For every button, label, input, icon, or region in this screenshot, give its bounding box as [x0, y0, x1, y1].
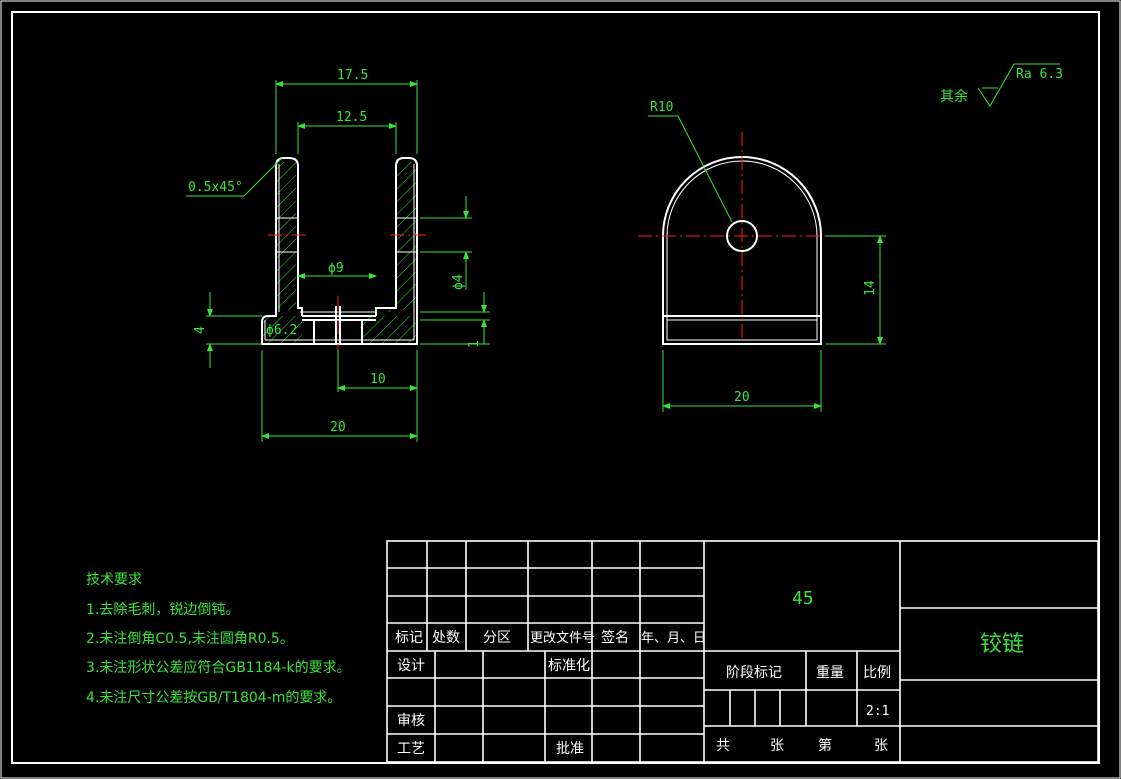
tech-notes-title: 技术要求 — [86, 572, 142, 588]
label-stage-mark: 阶段标记 — [726, 665, 782, 681]
dim-ext-left-4 — [206, 315, 262, 345]
dim-ext-12-5 — [297, 122, 397, 154]
radius-leader — [648, 115, 733, 223]
hdr-signature: 签名 — [601, 629, 629, 646]
dim-text-step: 1 — [467, 340, 482, 348]
dim-text-chamfer: 0.5x45° — [188, 180, 243, 195]
dim-text-12-5: 12.5 — [336, 110, 367, 125]
dim-text-radius: R10 — [650, 100, 673, 115]
side-inner-outline — [666, 160, 818, 341]
role-review: 审核 — [397, 713, 425, 729]
label-sheet-unit-2: 张 — [874, 738, 888, 754]
tech-note-4: 4.未注尺寸公差按GB/T1804-m的要求。 — [86, 690, 341, 706]
dim-ext-step — [420, 311, 490, 345]
dim-text-17-5: 17.5 — [337, 68, 368, 83]
role-approve: 批准 — [556, 741, 584, 757]
hdr-mark: 标记 — [395, 630, 423, 646]
hatch-right-wall — [376, 162, 417, 312]
front-centerlines — [268, 234, 426, 352]
side-view: R10 14 20 — [638, 100, 886, 412]
side-outline — [662, 156, 822, 345]
surface-finish-label: 其余 — [940, 88, 968, 105]
hdr-zone: 分区 — [483, 630, 511, 646]
hatch-base-right — [360, 316, 416, 344]
hdr-date: 年、月、日 — [641, 631, 706, 646]
tech-note-1: 1.去除毛刺，锐边倒钝。 — [86, 602, 239, 618]
chamfer-leader — [186, 157, 283, 197]
sign-cols — [434, 651, 641, 762]
role-process: 工艺 — [397, 741, 425, 757]
label-sheet-unit: 张 — [770, 738, 784, 754]
dim-text-left-4: 4 — [193, 326, 208, 334]
dim-ext-phi4 — [420, 217, 472, 253]
label-weight: 重量 — [816, 665, 844, 681]
hatch-base-left — [262, 316, 302, 344]
dim-text-20: 20 — [330, 420, 346, 435]
dim-text-10: 10 — [370, 372, 386, 387]
wall-holes — [276, 217, 417, 253]
dim-text-14: 14 — [863, 280, 878, 296]
right-rows — [899, 541, 1098, 762]
dim-ext-14 — [826, 235, 886, 345]
role-standardize: 标准化 — [548, 658, 590, 674]
tech-note-3: 3.未注形状公差应符合GB1184-k的要求。 — [86, 659, 351, 676]
stage-cells — [729, 690, 781, 726]
role-design: 设计 — [397, 658, 425, 674]
label-sheet-no: 第 — [818, 737, 832, 754]
tech-note-2: 2.未注倒角C0.5,未注圆角R0.5。 — [86, 631, 294, 647]
dim-text-side-20: 20 — [734, 390, 750, 405]
side-centerlines — [638, 132, 846, 338]
title-block: 标记 处数 分区 更改文件号 签名 年、月、日 设计 标准化 审核 工艺 批准 … — [386, 540, 1099, 763]
label-scale: 比例 — [863, 665, 891, 681]
hatch-left-wall — [276, 162, 296, 310]
frame-border — [11, 11, 1100, 764]
dim-text-counterbore: ϕ6.2 — [266, 323, 297, 338]
dim-ext-20 — [261, 350, 418, 442]
part-name: 铰链 — [980, 632, 1024, 657]
rev-cols — [426, 541, 641, 651]
mid-cols — [805, 651, 858, 726]
roughness-symbol — [977, 63, 1060, 107]
material-value: 45 — [792, 588, 814, 609]
mid-rows — [704, 650, 1098, 727]
technical-requirements: 技术要求 1.去除毛刺，锐边倒钝。 2.未注倒角C0.5,未注圆角R0.5。 3… — [86, 572, 351, 706]
scale-value: 2:1 — [866, 704, 889, 719]
roughness-value: Ra 6.3 — [1016, 67, 1063, 82]
hdr-change-doc: 更改文件号 — [530, 631, 595, 646]
dim-ext-17-5 — [275, 80, 418, 154]
dim-text-bore: ϕ9 — [328, 261, 344, 276]
dim-ext-side-20 — [662, 350, 822, 412]
dim-text-phi4: ϕ4 — [451, 274, 466, 290]
side-hole — [726, 220, 758, 252]
front-section-view: 17.5 12.5 0.5x45° ϕ9 ϕ4 1 4 ϕ6.2 10 — [186, 68, 490, 442]
hdr-count: 处数 — [432, 630, 460, 646]
label-total: 共 — [716, 738, 730, 754]
front-bores — [302, 306, 376, 344]
surface-finish-symbol: 其余 Ra 6.3 — [940, 63, 1063, 107]
